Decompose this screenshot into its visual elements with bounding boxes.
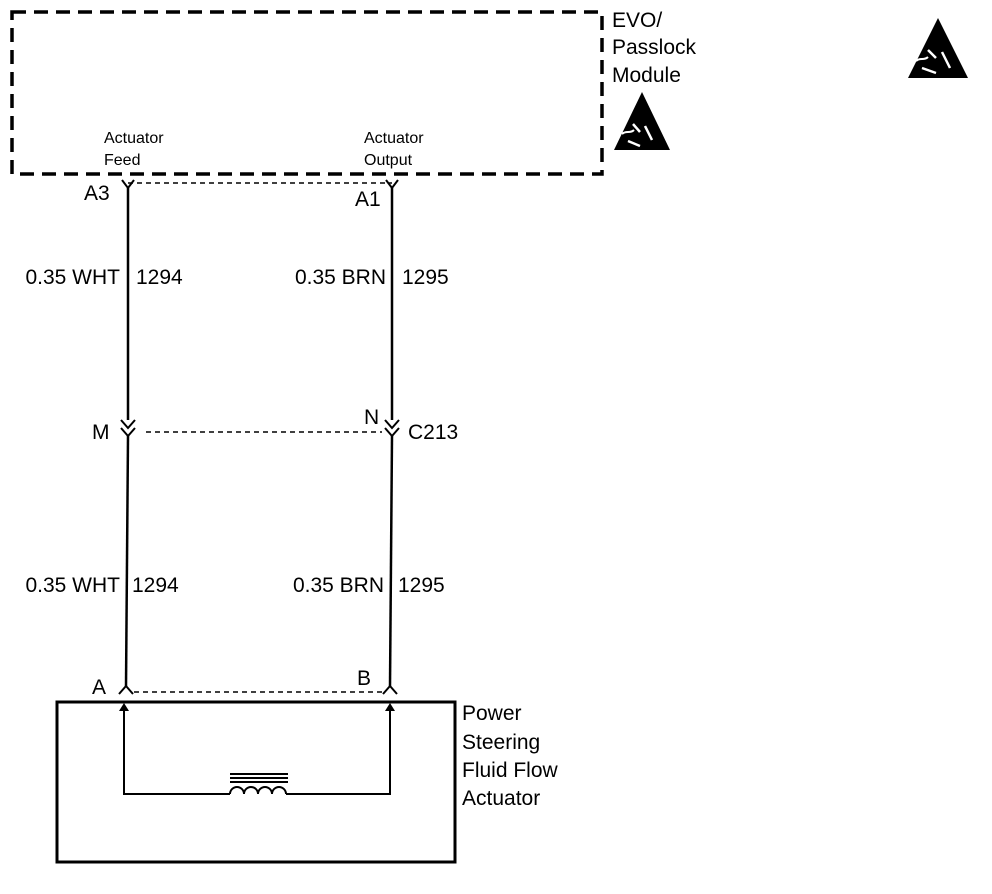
actuator-pin-b-terminal <box>382 684 398 695</box>
actuator-box <box>55 700 457 864</box>
connector-c213-right-terminal <box>384 419 400 438</box>
module-pin-right-label-line-2: Output <box>364 152 413 169</box>
wire-left-upper-circuit: 1294 <box>136 266 183 289</box>
wire-right-lower <box>388 435 394 687</box>
module-pin-right-label-line-1: Actuator <box>364 130 424 147</box>
module-pin-left-label-line-2: Feed <box>104 152 140 169</box>
actuator-internal-arrow-right <box>385 703 395 711</box>
module-pin-right-terminal <box>385 179 399 190</box>
module-pin-right-id: A1 <box>355 188 381 211</box>
connector-c213-id: C213 <box>408 421 458 444</box>
connector-c213-left-terminal <box>120 419 136 438</box>
module-name-line-2: Passlock <box>612 36 697 59</box>
wire-right-lower-gauge-color: 0.35 BRN <box>293 574 384 597</box>
actuator-name-line-2: Steering <box>462 731 540 754</box>
esd-warning-icon <box>908 18 968 78</box>
actuator-name-line-3: Fluid Flow <box>462 759 559 782</box>
actuator-pin-a-id: A <box>92 676 106 699</box>
wire-left-lower-gauge-color: 0.35 WHT <box>25 574 120 597</box>
module-pin-left-label-line-1: Actuator <box>104 130 164 147</box>
module-name-line-1: EVO/ <box>612 9 662 32</box>
esd-warning-icon <box>614 92 670 150</box>
actuator-pin-a-terminal <box>118 684 134 695</box>
actuator-name-line-1: Power <box>462 702 522 725</box>
solenoid-coil-icon <box>229 773 288 795</box>
wire-right-lower-circuit: 1295 <box>398 574 445 597</box>
connector-c213-pin-left: M <box>92 421 110 444</box>
module-name-line-3: Module <box>612 64 681 87</box>
connector-c213-pin-right: N <box>364 406 379 429</box>
actuator-pin-b-id: B <box>357 667 371 690</box>
actuator-internal-arrow-left <box>119 703 129 711</box>
wire-right-upper-circuit: 1295 <box>402 266 449 289</box>
module-pin-left-id: A3 <box>84 182 110 205</box>
actuator-name-line-4: Actuator <box>462 787 540 810</box>
wire-left-lower-circuit: 1294 <box>132 574 179 597</box>
wire-right-upper-gauge-color: 0.35 BRN <box>295 266 386 289</box>
module-box <box>10 10 604 176</box>
module-pin-left-terminal <box>121 179 135 190</box>
wire-left-upper-gauge-color: 0.35 WHT <box>25 266 120 289</box>
wire-left-lower <box>124 435 130 687</box>
